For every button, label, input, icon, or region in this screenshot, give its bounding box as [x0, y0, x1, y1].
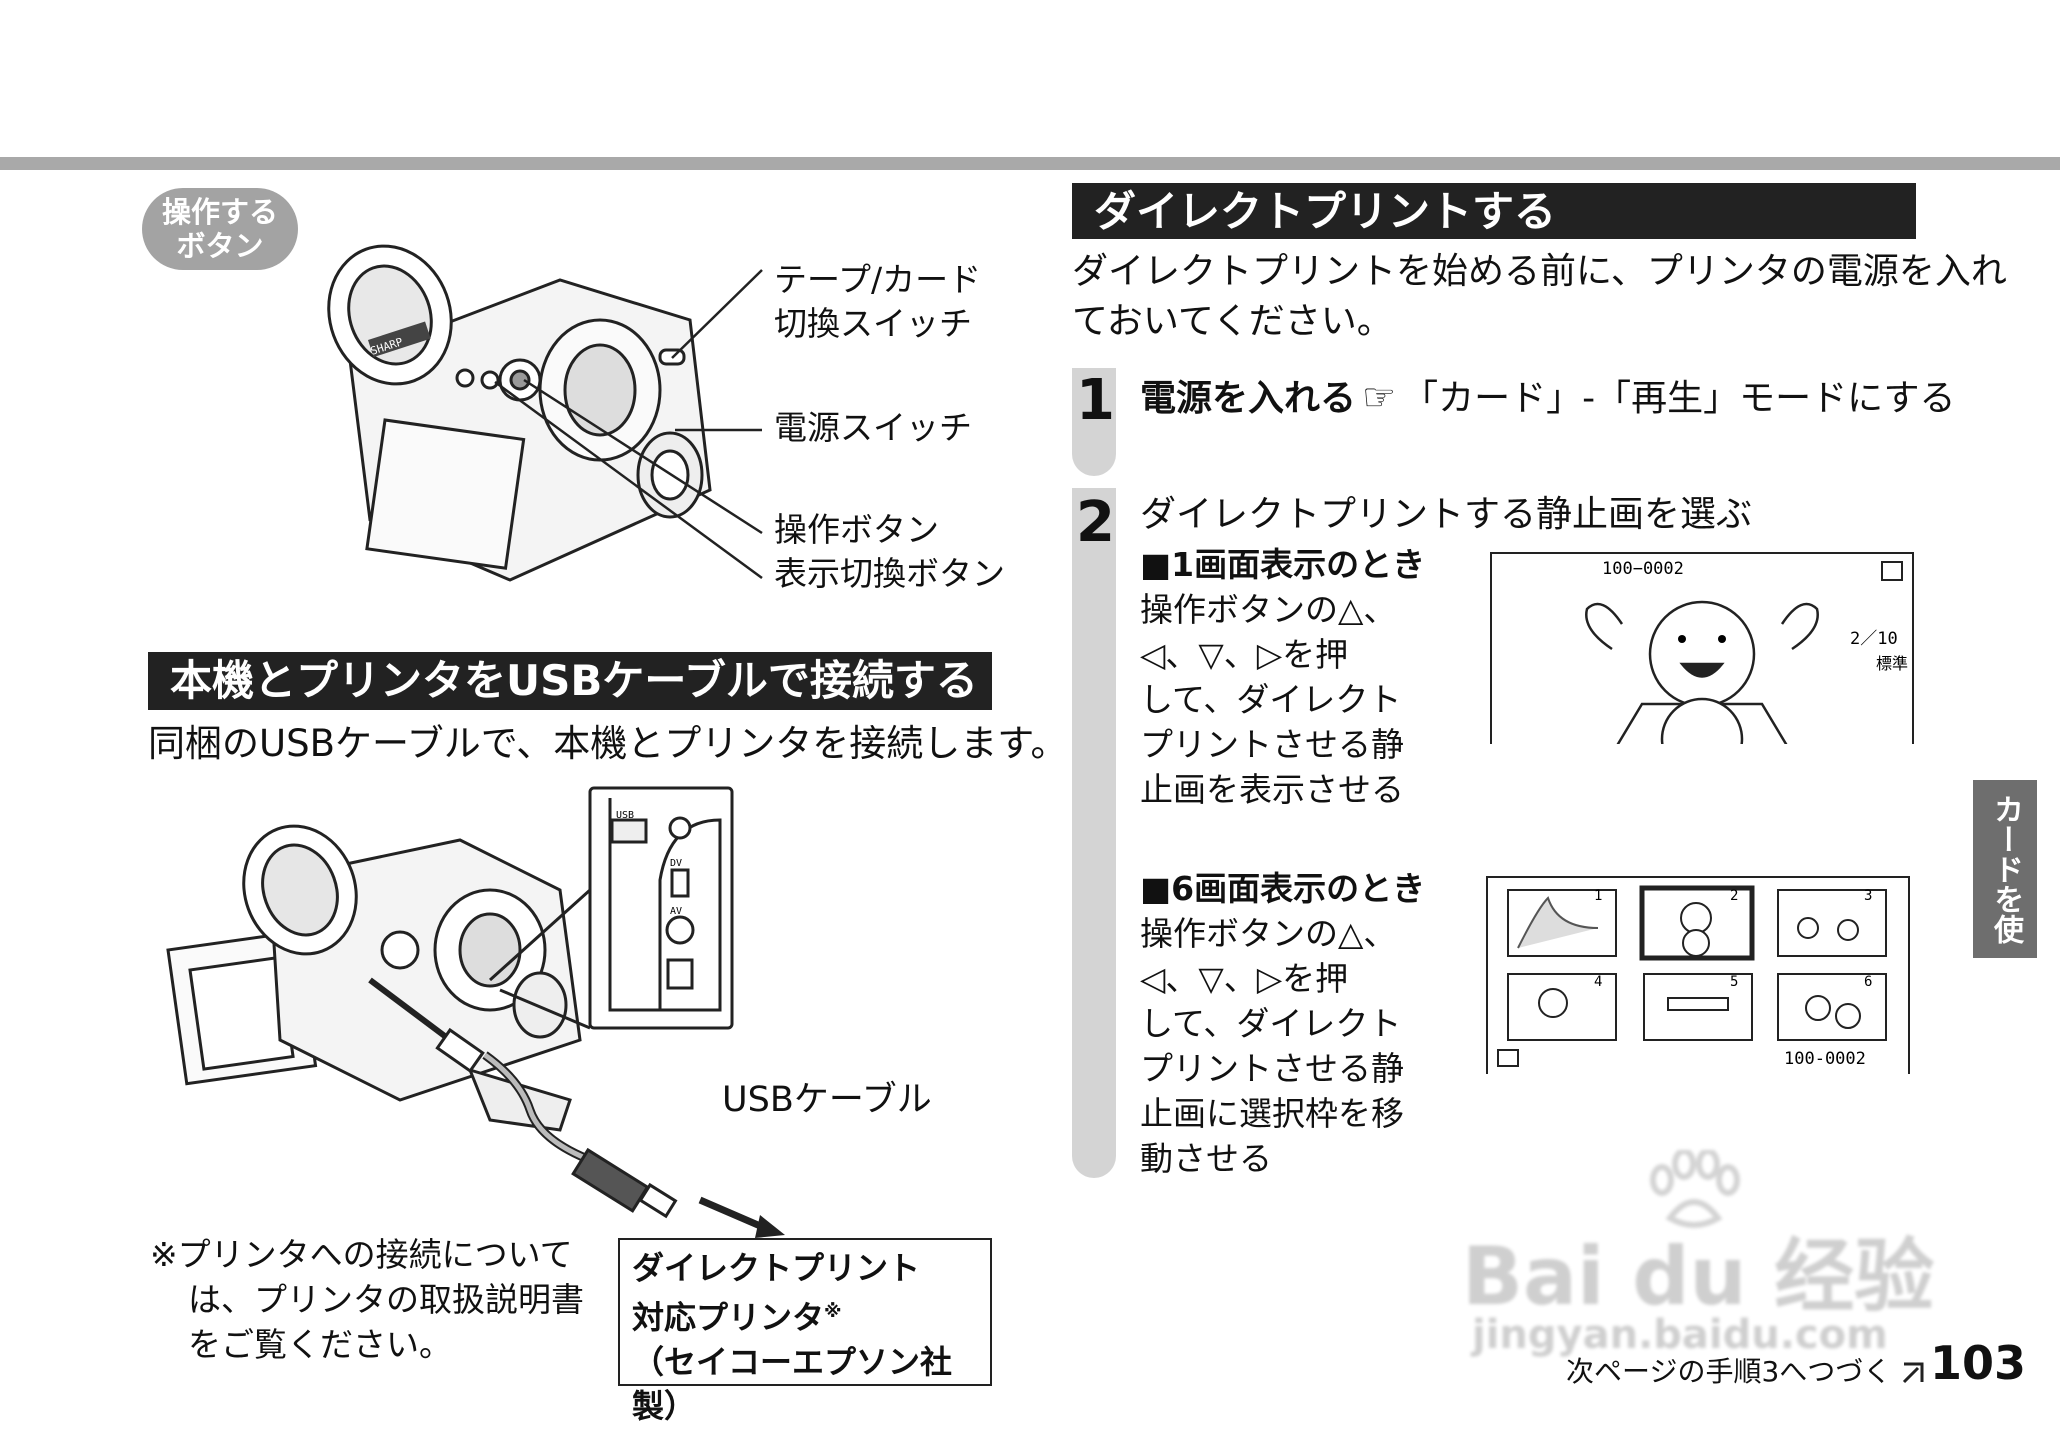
printer-note-line3: をご覧ください。: [188, 1325, 452, 1364]
direct-print-intro: ダイレクトプリントを始める前に、プリンタの電源を入れ ておいてください。: [1072, 247, 2007, 347]
step2-bar: [1072, 488, 1116, 1178]
printer-box-mark: ※: [824, 1301, 842, 1322]
printer-box: ダイレクトプリント 対応プリンタ※ （セイコーエプソン社製）: [618, 1238, 992, 1425]
single-view-instructions: ■1画面表示のとき 操作ボタンの△、 ◁、▽、▷を押 して、ダイレクト プリント…: [1140, 542, 1425, 812]
continue-note: 次ページの手順3へつづく: [1566, 1350, 1928, 1390]
printer-note-line1: ※プリンタへの接続について: [150, 1235, 573, 1274]
single-view-line3: して、ダイレクト: [1140, 680, 1402, 719]
thumbnail-3: [1777, 889, 1887, 957]
thumbnail-number-1: 1: [1594, 888, 1602, 904]
six-view-line3: して、ダイレクト: [1140, 1004, 1402, 1043]
printer-box-line3: （セイコーエプソン社製）: [632, 1342, 953, 1425]
single-view-id: 100−0002: [1602, 559, 1684, 579]
step1-bar: [1072, 368, 1116, 476]
single-view-line5: 止画を表示させる: [1140, 770, 1404, 809]
badge-line2: ボタン: [176, 229, 264, 263]
badge-line1: 操作する: [161, 195, 278, 229]
thumbnail-number-5: 5: [1730, 974, 1738, 990]
continue-text: 次ページの手順3へつづく: [1566, 1355, 1892, 1388]
thumbnail-number-6: 6: [1864, 974, 1872, 990]
single-view-count: 2／10: [1850, 629, 1898, 649]
six-view-line6: 動させる: [1140, 1139, 1272, 1178]
usb-connection-illustration: USB DV AV: [166, 786, 785, 1238]
step1-bold: 電源を入れる: [1140, 378, 1357, 419]
card-icon: [1881, 561, 1903, 581]
page-number: 103: [1930, 1336, 2027, 1390]
direct-print-intro-line1: ダイレクトプリントを始める前に、プリンタの電源を入れ: [1072, 251, 2007, 292]
six-view-line4: プリントさせる静: [1140, 1049, 1404, 1088]
watermark-logo: Bai du 经验: [1462, 1230, 1935, 1323]
watermark-url: jingyan.baidu.com: [1472, 1312, 1888, 1358]
paw-icon: [1650, 1150, 1740, 1228]
port-label-usb: USB: [616, 810, 634, 821]
callout-power-switch: 電源スイッチ: [774, 408, 972, 447]
printer-box-line2: 対応プリンタ: [632, 1298, 825, 1337]
callout-operation-button: 操作ボタン: [774, 510, 939, 549]
callout-display-button: 表示切換ボタン: [774, 554, 1005, 593]
port-label-dv: DV: [670, 858, 682, 869]
six-view-screen: 1 2 3 4 5 6 100-0002: [1486, 876, 1910, 1074]
step2-number: 2: [1076, 490, 1115, 555]
operation-button-badge: 操作する ボタン: [142, 188, 298, 270]
continue-arrow-icon: [1903, 1362, 1924, 1384]
callout-tape-card-line1: テープ/カード: [774, 260, 982, 299]
single-view-heading: ■1画面表示のとき: [1140, 545, 1426, 584]
callout-tape-card-switch: テープ/カード 切換スイッチ: [774, 258, 981, 346]
reference-icon: ☞: [1362, 375, 1397, 419]
single-view-line1: 操作ボタンの△、: [1140, 590, 1397, 629]
single-view-quality: 標準: [1876, 654, 1908, 673]
printer-note: ※プリンタへの接続について は、プリンタの取扱説明書 をご覧ください。: [150, 1232, 584, 1367]
single-view-photo: 100−0002 2／10 標準: [1585, 559, 1908, 744]
camcorder-illustration: SHARP: [327, 244, 763, 582]
thumbnail-number-3: 3: [1864, 888, 1872, 904]
six-view-line5: 止画に選択枠を移: [1140, 1094, 1404, 1133]
direct-print-intro-line2: ておいてください。: [1072, 301, 1393, 342]
six-view-instructions: ■6画面表示のとき 操作ボタンの△、 ◁、▽、▷を押 して、ダイレクト プリント…: [1140, 866, 1425, 1181]
port-label-av: AV: [670, 906, 682, 917]
thumbnail-number-4: 4: [1594, 974, 1602, 990]
printer-note-line2: は、プリンタの取扱説明書: [188, 1280, 584, 1319]
single-view-line2: ◁、▽、▷を押: [1140, 635, 1349, 674]
step1-text: 電源を入れる☞「カード」-「再生」モードにする: [1140, 372, 1955, 424]
six-view-grid: 1 2 3 4 5 6 100-0002: [1497, 885, 1887, 1069]
usb-section-heading: 本機とプリンタをUSBケーブルで接続する: [148, 652, 992, 710]
six-view-id: 100-0002: [1784, 1049, 1866, 1069]
usb-section-intro: 同梱のUSBケーブルで、本機とプリンタを接続します。: [148, 722, 1068, 765]
card-icon: [1497, 1049, 1519, 1067]
six-view-line2: ◁、▽、▷を押: [1140, 959, 1349, 998]
single-view-screen: 100−0002 2／10 標準: [1490, 552, 1914, 744]
watermark: Bai du 经验 jingyan.baidu.com: [1462, 1150, 1942, 1360]
thumbnail-6: [1777, 973, 1887, 1041]
single-view-line4: プリントさせる静: [1140, 725, 1404, 764]
step1-instruction: 「カード」-「再生」モードにする: [1402, 378, 1956, 419]
side-tab: カードを使う: [1924, 780, 2037, 958]
six-view-line1: 操作ボタンの△、: [1140, 914, 1397, 953]
step2-title: ダイレクトプリントする静止画を選ぶ: [1140, 494, 1753, 535]
usb-cable-label: USBケーブル: [722, 1080, 932, 1120]
callout-tape-card-line2: 切換スイッチ: [774, 304, 972, 343]
top-rule: [0, 157, 2060, 170]
six-view-heading: ■6画面表示のとき: [1140, 869, 1426, 908]
thumbnail-number-2: 2: [1730, 888, 1738, 904]
step1-number: 1: [1076, 368, 1115, 433]
printer-box-line1: ダイレクトプリント: [632, 1249, 921, 1287]
direct-print-heading: ダイレクトプリントする: [1072, 183, 1916, 239]
